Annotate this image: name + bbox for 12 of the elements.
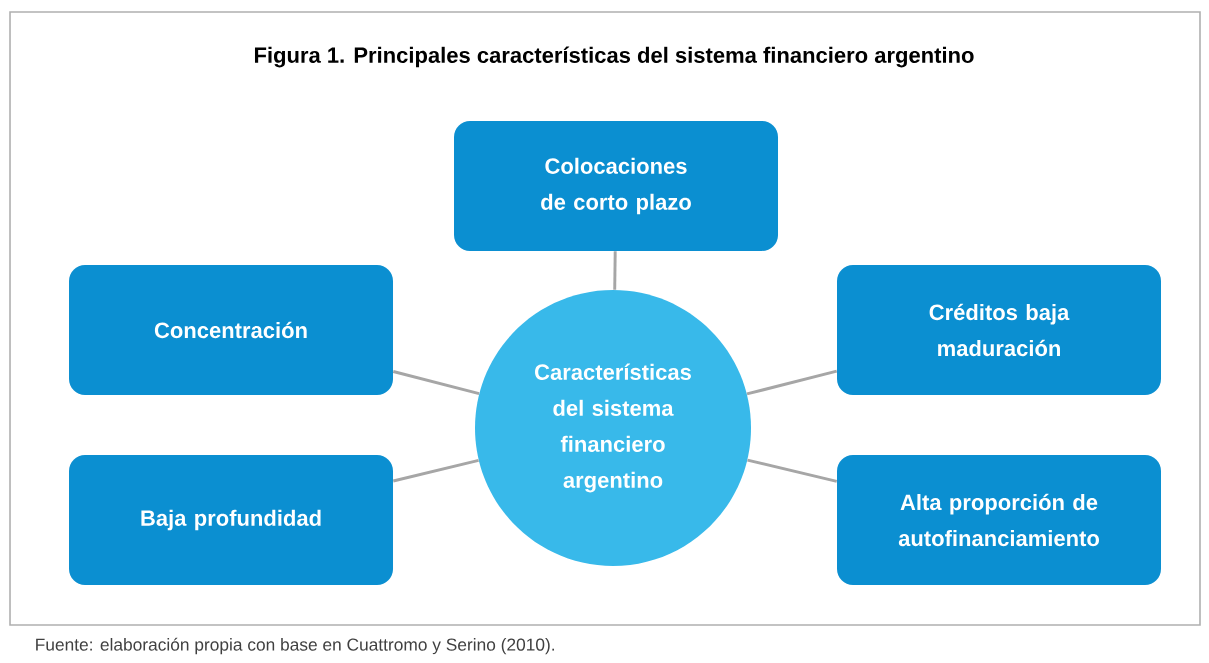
connector-line [392, 459, 479, 483]
feature-box: Alta proporción de autofinanciamiento [837, 455, 1161, 585]
connector-line [746, 369, 838, 396]
source-caption: Fuente: elaboración propia con base en Cuattromo y Serino (2010). [36, 637, 554, 655]
connector-line [613, 251, 617, 290]
feature-box: Colocaciones de corto plazo [454, 121, 778, 251]
feature-box: Concentración [69, 265, 393, 395]
figure-title: Figura 1. Principales características del sistema financiero argentino [255, 46, 974, 68]
connector-line [747, 458, 838, 483]
connector-line [392, 370, 480, 395]
feature-box: Créditos baja maduración [837, 265, 1161, 395]
feature-box: Baja profundidad [69, 455, 393, 585]
